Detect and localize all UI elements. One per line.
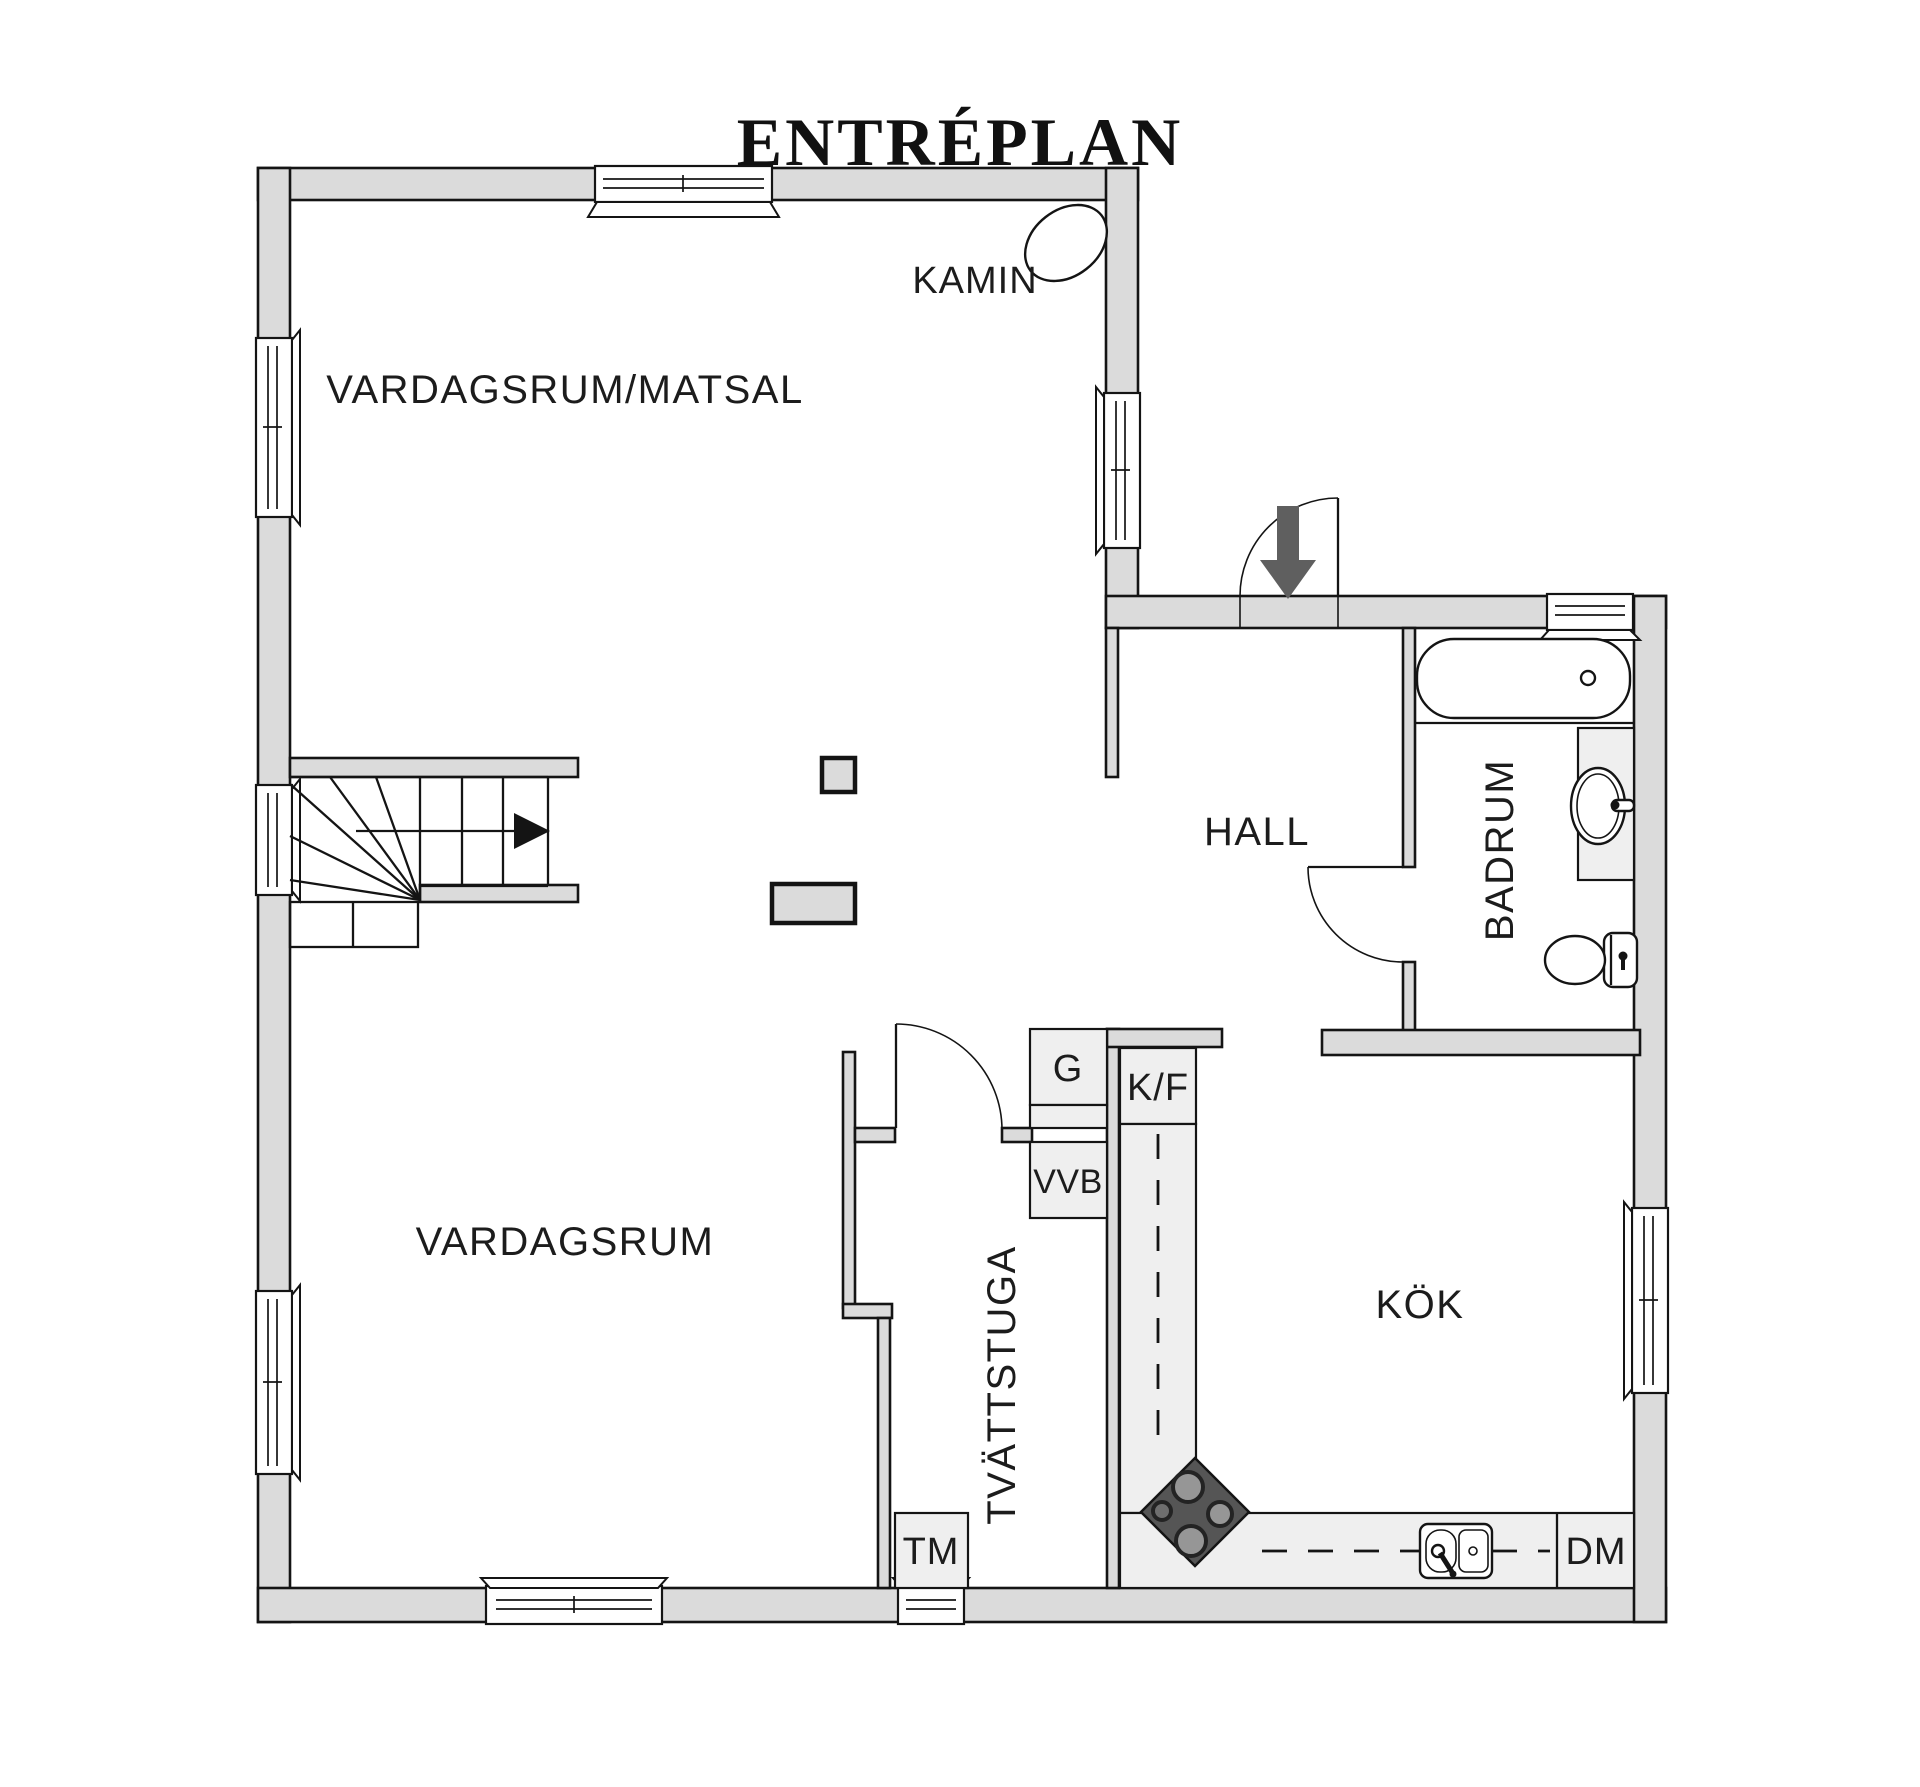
label-hall: HALL: [1204, 810, 1310, 854]
water-heater: [1028, 1140, 1109, 1220]
chimney-pillars: [769, 755, 858, 926]
washing-machine: [893, 1511, 970, 1590]
label-wardrobe: G: [1053, 1048, 1084, 1090]
pillar-small: [819, 755, 858, 795]
bathtub-drain: [1579, 669, 1597, 687]
window-bathroom-north: [1537, 592, 1643, 641]
entry-door: [1239, 497, 1340, 628]
fireplace: [1023, 203, 1109, 283]
stair-lower-steps: [288, 900, 420, 949]
label-bathroom: BADRUM: [1478, 759, 1522, 941]
entry-arrow: [1260, 506, 1316, 599]
laundry-door: [894, 1023, 1003, 1131]
label-living: VARDAGSRUM: [416, 1220, 715, 1264]
room-labels: VARDAGSRUM/MATSAL KAMIN HALL BADRUM VARD…: [326, 260, 1522, 1525]
equipment-labels: G K/F VVB TM DM: [903, 1048, 1626, 1573]
label-kitchen: KÖK: [1376, 1283, 1465, 1327]
label-living-dining: VARDAGSRUM/MATSAL: [326, 368, 803, 412]
wardrobe-closet: [1028, 1027, 1109, 1130]
label-fireplace: KAMIN: [912, 260, 1037, 302]
label-water-heater: VVB: [1033, 1163, 1103, 1201]
window-bottom-living: [478, 1577, 670, 1626]
bathtub: [1415, 637, 1634, 725]
fridge-freezer: [1118, 1046, 1198, 1126]
window-kitchen-east: [1623, 1199, 1670, 1402]
vanity-sink: [1569, 726, 1636, 882]
stair-direction-arrow: [356, 813, 550, 849]
window-left-upper: [254, 327, 301, 528]
window-top: [586, 164, 781, 218]
stair-winders: [289, 776, 422, 902]
toilet-bowl: [1543, 934, 1607, 986]
label-washing-machine: TM: [903, 1531, 960, 1573]
label-laundry: TVÄTTSTUGA: [980, 1245, 1024, 1524]
stove: [1139, 1456, 1251, 1568]
kitchen-sink: [1418, 1522, 1494, 1580]
label-dishwasher: DM: [1565, 1531, 1626, 1573]
label-fridge-freezer: K/F: [1127, 1067, 1189, 1109]
staircase: [288, 775, 550, 949]
toilet-tank: [1602, 931, 1639, 989]
pillar-large: [769, 881, 858, 926]
interior-walls: [288, 626, 1642, 1590]
window-living-east: [1095, 384, 1142, 557]
bathroom-door: [1307, 865, 1404, 963]
toilet: [1543, 931, 1639, 989]
window-left-lower: [254, 1282, 301, 1483]
window-left-stairs: [254, 776, 301, 904]
